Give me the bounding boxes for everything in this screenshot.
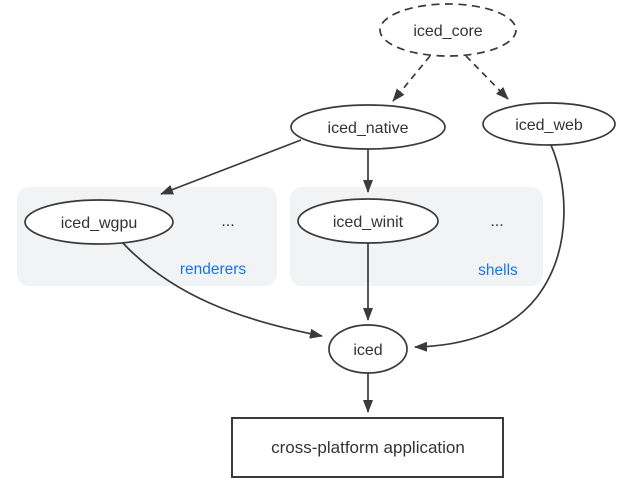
edge-iced-wgpu-to-iced (120, 240, 323, 339)
edge-iced-web-to-iced (414, 144, 565, 352)
node-iced-web (482, 102, 616, 146)
node-iced-label: iced (353, 342, 382, 359)
node-iced-core-label: iced_core (413, 23, 482, 40)
node-application-label: cross-platform application (271, 438, 465, 457)
shells-ellipsis: ... (490, 213, 503, 230)
node-iced-wgpu-label: iced_wgpu (61, 215, 138, 232)
node-iced (328, 324, 408, 374)
node-iced-wgpu (24, 199, 174, 245)
node-iced-core (379, 3, 517, 57)
node-iced-winit (297, 198, 439, 244)
edge-iced-native-to-iced-wgpu (160, 139, 302, 195)
group-label-shells: shells (478, 262, 518, 279)
node-application (231, 417, 504, 478)
renderers-ellipsis: ... (221, 213, 234, 230)
node-iced-native (290, 104, 446, 150)
node-iced-winit-label: iced_winit (333, 214, 404, 231)
group-label-renderers: renderers (180, 261, 247, 278)
node-iced-web-label: iced_web (515, 117, 583, 134)
edge-iced-core-to-iced-native (392, 55, 431, 102)
edge-iced-core-to-iced-web (465, 55, 509, 100)
node-iced-native-label: iced_native (328, 120, 409, 137)
